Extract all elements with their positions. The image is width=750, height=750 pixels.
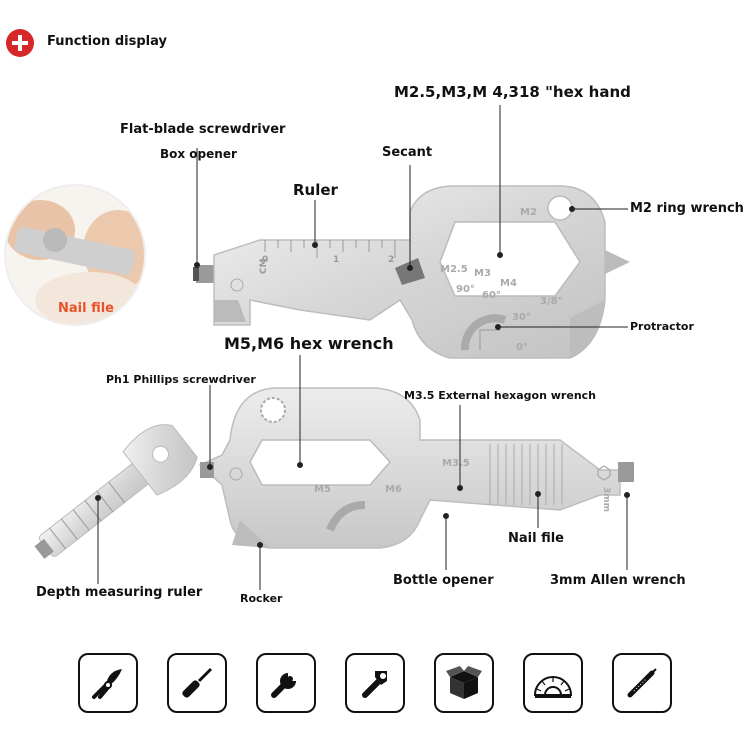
feature-icon-row [78, 653, 674, 713]
screwdriver-icon [167, 653, 227, 713]
svg-text:M4: M4 [500, 278, 517, 289]
label-m35-external-hexagon-wrench: M3.5 External hexagon wrench [404, 389, 597, 402]
label-ph1-phillips-screwdriver: Ph1 Phillips screwdriver [106, 373, 256, 386]
svg-text:M5: M5 [314, 484, 331, 495]
label-depth-measuring-ruler: Depth measuring ruler [36, 585, 203, 600]
box-icon [434, 653, 494, 713]
tool-bottom: M5 M6 M3.5 3mm [198, 387, 634, 549]
svg-text:M2.5: M2.5 [440, 264, 468, 275]
svg-text:60°: 60° [482, 290, 501, 301]
bottle-opener-icon [345, 653, 405, 713]
page-title: Function display [47, 34, 167, 49]
wrench-icon [256, 653, 316, 713]
label-protractor: Protractor [630, 320, 694, 333]
label-m5-m6-hex-wrench: M5,M6 hex wrench [224, 334, 394, 353]
tool-illustration: 0 CM 1 2 M2 M2.5 M3 M4 90° 60° 30° 0° 3/… [4, 105, 634, 590]
label-box-opener: Box opener [160, 147, 237, 161]
svg-text:2: 2 [388, 255, 394, 265]
protractor-icon [523, 653, 583, 713]
label-m2-ring-wrench: M2 ring wrench [630, 201, 744, 216]
svg-text:0: 0 [262, 255, 268, 265]
label-rocker: Rocker [240, 592, 283, 605]
svg-text:M3.5: M3.5 [442, 458, 470, 469]
label-nail-file: Nail file [508, 531, 564, 546]
svg-text:3mm: 3mm [601, 487, 611, 512]
label-bottle-opener: Bottle opener [393, 573, 494, 588]
folded-tool [34, 424, 198, 559]
pliers-icon [78, 653, 138, 713]
svg-text:1: 1 [333, 255, 339, 265]
svg-text:M2: M2 [520, 207, 537, 218]
label-secant: Secant [382, 145, 433, 160]
tool-top: 0 CM 1 2 M2 M2.5 M3 M4 90° 60° 30° 0° 3/… [193, 185, 630, 359]
svg-text:CM: CM [259, 258, 269, 274]
label-nail-file-photo: Nail file [58, 301, 114, 316]
svg-text:M6: M6 [385, 484, 402, 495]
label-ruler: Ruler [293, 181, 338, 199]
svg-text:M3: M3 [474, 268, 491, 279]
svg-text:3/8": 3/8" [540, 296, 563, 307]
label-hex-hand: M2.5,M3,M 4,318 "hex hand [394, 83, 631, 101]
nail-file-icon [612, 653, 672, 713]
svg-text:0°: 0° [516, 342, 528, 353]
svg-text:90°: 90° [456, 284, 475, 295]
svg-text:30°: 30° [512, 312, 531, 323]
function-plus-icon [5, 28, 35, 58]
label-flat-blade-screwdriver: Flat-blade screwdriver [120, 122, 286, 137]
hand-photo [5, 185, 145, 325]
label-3mm-allen-wrench: 3mm Allen wrench [550, 573, 686, 588]
